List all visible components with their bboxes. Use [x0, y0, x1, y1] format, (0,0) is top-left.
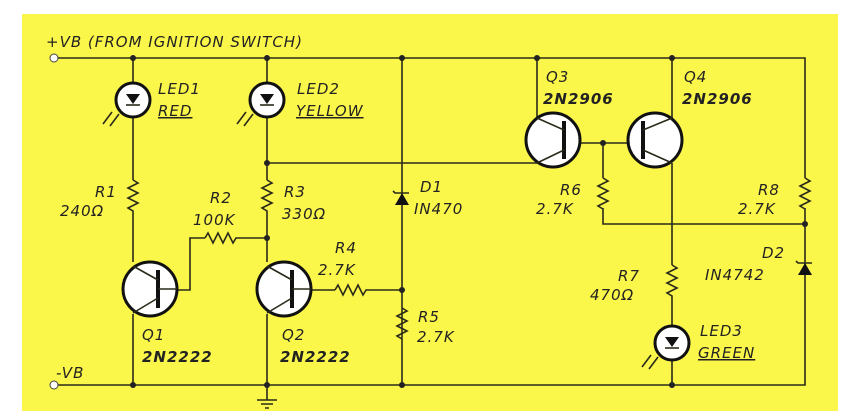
positive-terminal [49, 53, 59, 63]
r3-ref: R3 [284, 183, 306, 201]
transistor-q1-icon [121, 260, 179, 318]
d2-ref: D2 [762, 244, 785, 262]
led1-value: RED [158, 102, 192, 120]
r3-value: 330Ω [282, 205, 326, 223]
wires [58, 57, 806, 400]
r5-ref: R5 [418, 308, 440, 326]
junctions [130, 55, 808, 388]
zener-d2-icon [795, 260, 812, 275]
r6-ref: R6 [560, 181, 582, 199]
led3-value: GREEN [698, 344, 755, 362]
q3-ref: Q3 [546, 68, 569, 86]
q2-value: 2N2222 [280, 348, 351, 366]
schematic-background [22, 14, 838, 411]
led2-icon [236, 81, 286, 127]
resistor-icons [126, 177, 812, 340]
d1-ref: D1 [420, 178, 443, 196]
r4-ref: R4 [335, 239, 357, 257]
negative-terminal [49, 380, 59, 390]
r4-value: 2.7K [318, 261, 356, 279]
q4-ref: Q4 [684, 68, 707, 86]
positive-supply-label: +VB (FROM IGNITION SWITCH) [46, 33, 303, 51]
led3-ref: LED3 [700, 322, 743, 340]
d2-value: IN4742 [705, 266, 765, 284]
ground-icon [257, 399, 277, 409]
led1-ref: LED1 [158, 80, 201, 98]
r7-value: 470Ω [590, 286, 634, 304]
transistor-q2-icon [255, 260, 313, 318]
r7-ref: R7 [618, 267, 640, 285]
q1-value: 2N2222 [142, 348, 213, 366]
r2-value: 100K [193, 211, 236, 229]
q2-ref: Q2 [282, 326, 305, 344]
transistor-q4-icon [626, 111, 684, 169]
zener-d1-icon [392, 190, 409, 205]
led2-ref: LED2 [297, 80, 340, 98]
q4-value: 2N2906 [682, 90, 753, 108]
r5-value: 2.7K [417, 328, 455, 346]
d1-value: IN470 [414, 200, 463, 218]
r6-value: 2.7K [536, 200, 574, 218]
r2-ref: R2 [210, 189, 232, 207]
r1-value: 240Ω [60, 202, 104, 220]
r1-ref: R1 [95, 183, 117, 201]
led3-icon [641, 324, 691, 370]
q1-ref: Q1 [142, 326, 165, 344]
r8-ref: R8 [758, 181, 780, 199]
transistor-q3-icon [524, 111, 582, 169]
led2-value: YELLOW [296, 102, 364, 120]
q3-value: 2N2906 [543, 90, 614, 108]
led1-icon [102, 81, 152, 127]
negative-supply-label: -VB [56, 364, 84, 382]
r8-value: 2.7K [738, 200, 776, 218]
